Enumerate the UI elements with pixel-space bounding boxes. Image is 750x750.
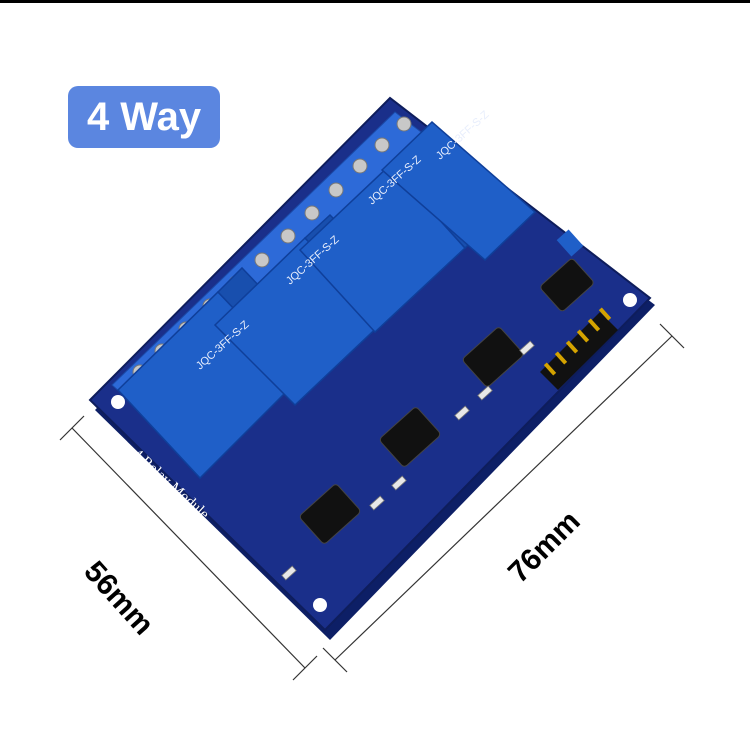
relays: [116, 120, 537, 480]
mount-hole: [111, 395, 125, 409]
smd-components: [281, 340, 535, 581]
length-dimension-line: [334, 335, 673, 661]
jumper: [556, 229, 584, 257]
relay-4: [380, 120, 537, 262]
pin-header: [540, 229, 618, 390]
top-border-line: [0, 0, 750, 3]
dimension-lines: [59, 323, 685, 681]
variant-badge: 4 Way: [68, 86, 220, 148]
optocouplers: [299, 258, 594, 544]
width-dimension-line: [71, 427, 306, 669]
mount-hole: [623, 293, 637, 307]
mount-hole: [313, 598, 327, 612]
